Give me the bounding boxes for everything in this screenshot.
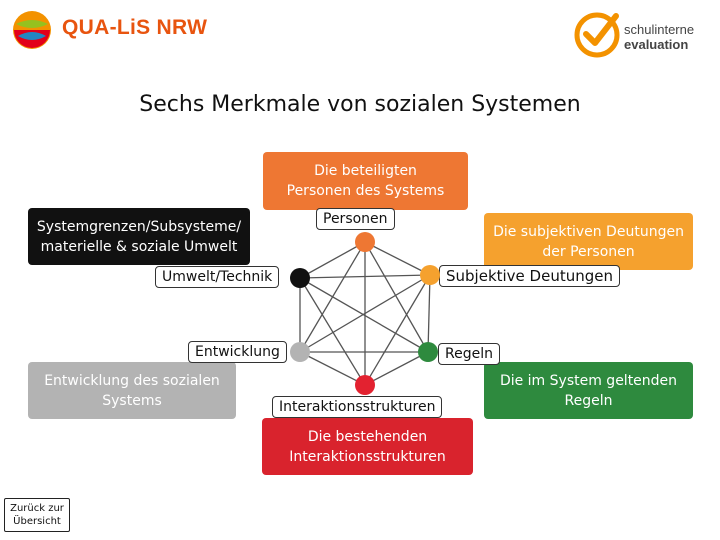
box-regeln-text: Die im System geltenden Regeln — [499, 372, 678, 409]
box-entwicklung: Entwicklung des sozialen Systems — [28, 362, 236, 419]
box-personen: Die beteiligten Personen des Systems — [263, 152, 468, 210]
logo-right-line1: schulinterne — [624, 22, 695, 37]
box-interaktion-text: Die bestehenden Interaktionsstrukturen — [289, 428, 446, 465]
node-personen — [355, 232, 375, 252]
box-umwelt-text: Systemgrenzen/Subsysteme/ materielle & s… — [36, 218, 242, 255]
node-umwelt-technik — [290, 268, 310, 288]
back-button-line2: Übersicht — [13, 516, 61, 527]
box-entwicklung-text: Entwicklung des sozialen Systems — [44, 372, 220, 409]
box-regeln: Die im System geltenden Regeln — [484, 362, 693, 419]
label-entwicklung: Entwicklung — [188, 341, 287, 363]
qualis-logo-icon — [13, 11, 51, 49]
label-umwelt-technik: Umwelt/Technik — [155, 266, 280, 288]
box-umwelt: Systemgrenzen/Subsysteme/ materielle & s… — [28, 208, 250, 265]
box-interaktionsstrukturen: Die bestehenden Interaktionsstrukturen — [262, 418, 473, 475]
node-interaktionsstrukturen — [355, 375, 375, 395]
label-subjektive-deutungen: Subjektive Deutungen — [439, 265, 620, 287]
node-entwicklung — [290, 342, 310, 362]
qualis-logo-text: QUA-LiS NRW — [62, 16, 208, 39]
node-subjektive-deutungen — [420, 265, 440, 285]
box-subjektive-text: Die subjektiven Deutungen der Personen — [493, 223, 684, 260]
label-regeln: Regeln — [438, 343, 500, 365]
box-subjektive-deutungen: Die subjektiven Deutungen der Personen — [484, 213, 693, 270]
back-button-line1: Zurück zur — [10, 503, 64, 514]
node-regeln — [418, 342, 438, 362]
schulinterne-evaluation-logo: schulinterne evaluation — [572, 10, 718, 62]
schulinterne-evaluation-text: schulinterne evaluation — [624, 22, 694, 52]
page-title: Sechs Merkmale von sozialen Systemen — [139, 92, 581, 117]
logo-right-line2: evaluation — [624, 37, 689, 52]
checkmark-circle-icon — [574, 12, 620, 58]
box-personen-text: Die beteiligten Personen des Systems — [286, 163, 445, 199]
label-personen: Personen — [316, 208, 395, 230]
back-to-overview-button[interactable]: Zurück zur Übersicht — [4, 498, 70, 532]
label-interaktionsstrukturen: Interaktionsstrukturen — [272, 396, 443, 418]
qualis-logo: QUA-LiS NRW — [10, 8, 207, 52]
